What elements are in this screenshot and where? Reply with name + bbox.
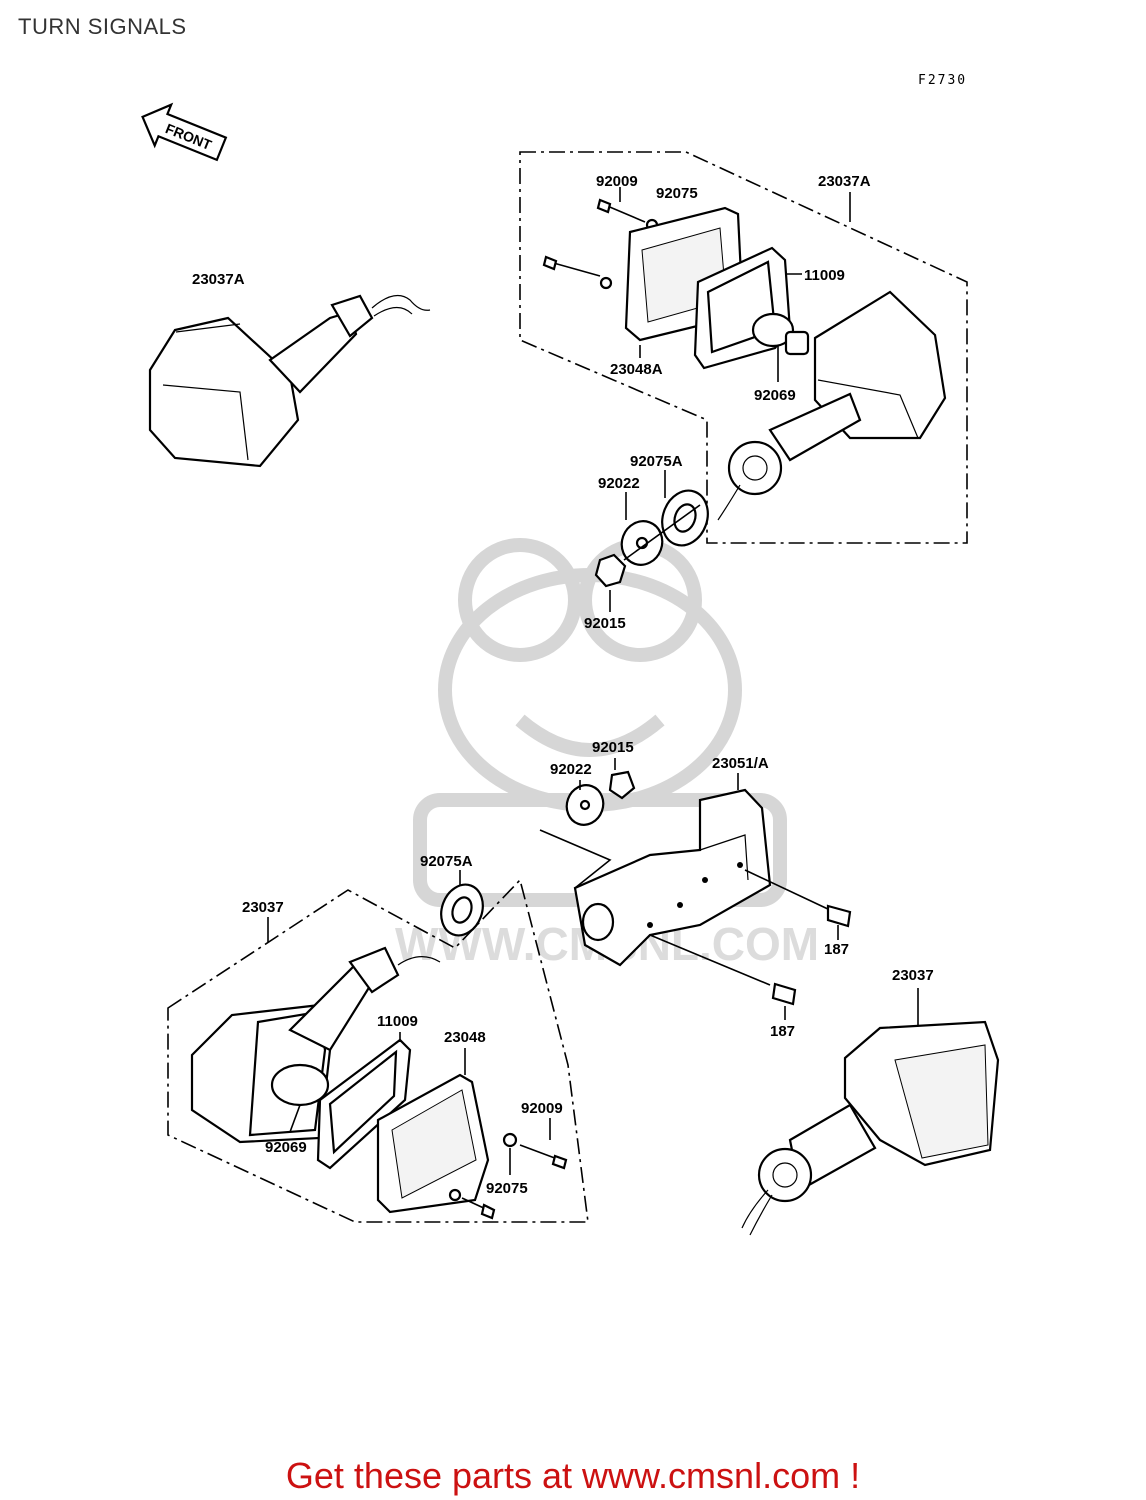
label-23037-right: 23037 xyxy=(892,967,934,984)
label-92069-top: 92069 xyxy=(754,387,796,404)
label-92075-bottom: 92075 xyxy=(486,1180,528,1197)
label-23051A: 23051/A xyxy=(712,755,769,772)
label-92009-bottom: 92009 xyxy=(521,1100,563,1117)
label-23048A: 23048A xyxy=(610,361,663,378)
label-11009-top: 11009 xyxy=(804,267,845,284)
label-92009-top: 92009 xyxy=(596,173,638,190)
cta-link[interactable]: Get these parts at www.cmsnl.com ! xyxy=(285,1455,861,1496)
page-title: TURN SIGNALS xyxy=(18,14,187,39)
exploded-group-top xyxy=(519,151,968,612)
front-arrow-icon: FRONT xyxy=(141,102,228,162)
label-92075A-mid: 92075A xyxy=(420,853,473,870)
watermark-logo: WWW.CMSNL.COM xyxy=(395,538,819,970)
bracket-23051A xyxy=(539,770,852,1006)
exploded-group-bottom xyxy=(167,878,589,1223)
label-23048: 23048 xyxy=(444,1029,486,1046)
label-11009-bottom: 11009 xyxy=(377,1013,418,1030)
figure-code: F2730 xyxy=(918,73,967,88)
label-23037-left: 23037 xyxy=(242,899,284,916)
label-187-a: 187 xyxy=(824,941,849,958)
leader-lines-top xyxy=(619,187,851,520)
label-92015-top: 92015 xyxy=(584,615,626,632)
label-187-b: 187 xyxy=(770,1023,795,1040)
label-92069-bottom: 92069 xyxy=(265,1139,307,1156)
label-92075A-top: 92075A xyxy=(630,453,683,470)
label-92075-top: 92075 xyxy=(656,185,698,202)
turn-signal-23037-right xyxy=(741,1020,1000,1236)
part-labels: 23037A 23037A 92009 92075 11009 23048A 9… xyxy=(192,173,934,1197)
label-92022-top: 92022 xyxy=(598,475,640,492)
turn-signal-23037A-left xyxy=(148,294,431,468)
cta-banner[interactable]: Get these parts at www.cmsnl.com ! xyxy=(0,1455,1146,1497)
leader-lines-bottom xyxy=(267,758,919,1175)
label-92015-mid: 92015 xyxy=(592,739,634,756)
label-23037A-left: 23037A xyxy=(192,271,245,288)
label-23037A-top: 23037A xyxy=(818,173,871,190)
label-92022-mid: 92022 xyxy=(550,761,592,778)
